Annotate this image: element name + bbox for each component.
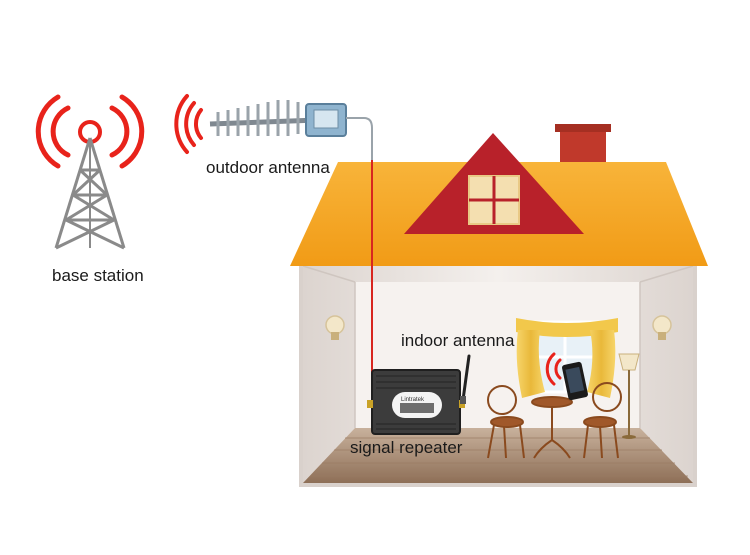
repeater-brand: Lintratek — [401, 397, 425, 403]
chair-icon — [487, 385, 525, 459]
base-station — [35, 94, 145, 250]
house — [290, 124, 708, 487]
yagi-antenna-icon — [209, 100, 373, 160]
label-signal-repeater: signal repeater — [350, 438, 463, 457]
outdoor-signal-waves — [174, 94, 203, 154]
chimney — [560, 128, 606, 162]
attic-window — [468, 175, 520, 225]
label-base-station: base station — [52, 266, 144, 285]
label-indoor-antenna: indoor antenna — [401, 331, 515, 350]
table-icon — [531, 396, 573, 459]
phone-icon — [562, 361, 588, 401]
curtains — [516, 318, 618, 398]
floor-lamp-icon — [618, 353, 640, 439]
wall-lamp-icon-right — [652, 315, 672, 340]
outdoor-antenna — [174, 94, 373, 160]
chair-icon-right — [583, 382, 622, 459]
repeater-icon: Lintratek — [367, 369, 465, 435]
whip-antenna-icon — [460, 354, 471, 404]
floor — [303, 428, 693, 483]
tower-icon — [54, 137, 126, 250]
wall-lamp-icon — [325, 315, 345, 340]
label-outdoor-antenna: outdoor antenna — [206, 158, 330, 177]
phone-signal-waves — [545, 352, 562, 386]
